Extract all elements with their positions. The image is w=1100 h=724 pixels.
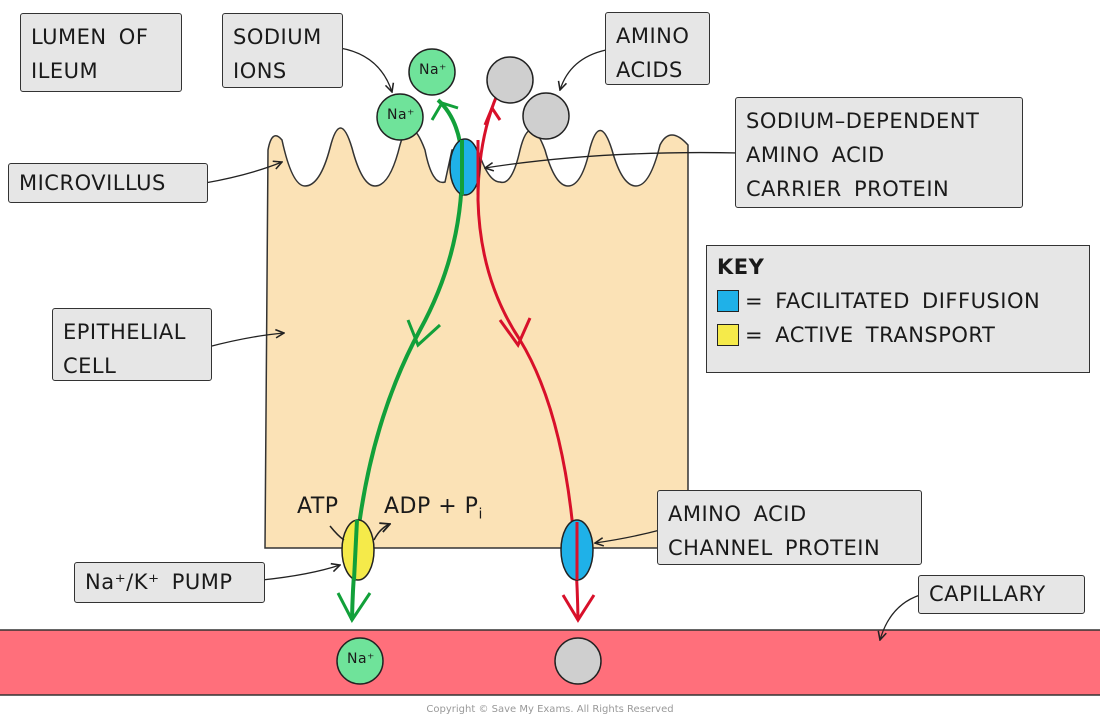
sodium-ion-label: Na⁺ (347, 651, 375, 667)
key-box: KEY = FACILITATED DIFFUSION = ACTIVE TRA… (706, 245, 1090, 373)
label-microvillus: MICROVILLUS (8, 163, 208, 203)
sodium-ion (336, 637, 384, 685)
atp-label: ATP (297, 494, 339, 519)
copyright: Copyright © Save My Exams. All Rights Re… (426, 704, 674, 715)
sodium-ion (408, 48, 456, 96)
pointer-lines (204, 47, 921, 640)
amino-acid (522, 92, 570, 140)
key-item-active-transport: = ACTIVE TRANSPORT (717, 318, 1079, 352)
capillary (0, 629, 1100, 696)
epithelial-cell (264, 127, 689, 549)
sodium-ion (376, 93, 424, 141)
sodium-ion-label: Na⁺ (387, 107, 415, 123)
key-item-facilitated-diffusion: = FACILITATED DIFFUSION (717, 284, 1079, 318)
key-title: KEY (717, 255, 765, 279)
label-capillary: CAPILLARY (918, 575, 1085, 614)
amino-acid (486, 56, 534, 104)
carrier-protein (449, 138, 481, 196)
label-na-k-pump: Na⁺/K⁺ PUMP (74, 562, 265, 603)
blue-swatch-icon (717, 290, 739, 312)
yellow-swatch-icon (717, 324, 739, 346)
na-k-pump (341, 519, 375, 581)
amino-acid (554, 637, 602, 685)
amino-acid-path (476, 94, 580, 621)
sodium-ion-label: Na⁺ (419, 62, 447, 78)
adp-label: ADP + Pi (384, 494, 483, 523)
